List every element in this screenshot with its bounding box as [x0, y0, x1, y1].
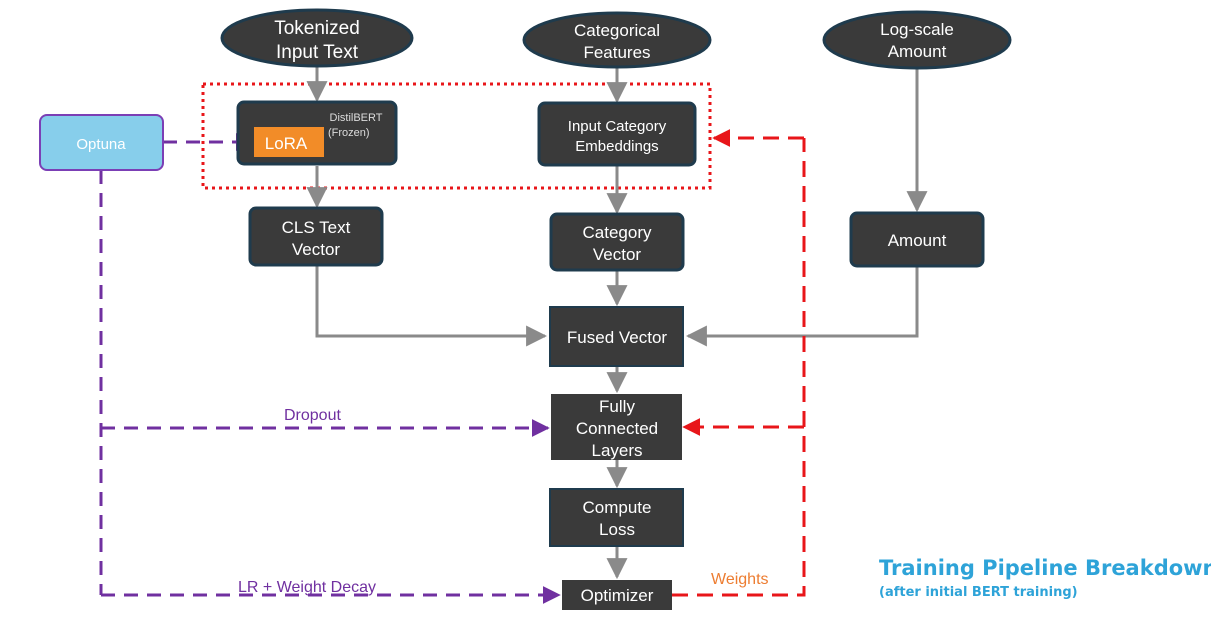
cls-text-vector-node: CLS Text Vector — [248, 206, 384, 267]
cls-line1: CLS Text — [282, 218, 351, 237]
dropout-label: Dropout — [284, 407, 341, 424]
red-dashed-arrows — [672, 129, 806, 597]
distilbert-line2: (Frozen) — [328, 127, 370, 139]
lora-label: LoRA — [265, 134, 308, 153]
log-scale-amount-node: Log-scale Amount — [822, 10, 1012, 70]
fc-line3: Layers — [591, 441, 642, 460]
distilbert-line1: DistilBERT — [330, 112, 383, 124]
tokenized-input-line2: Input Text — [276, 42, 359, 63]
log-scale-amount-line1: Log-scale — [880, 20, 954, 39]
fused-vector-node: Fused Vector — [549, 306, 684, 367]
loss-line2: Loss — [599, 520, 635, 539]
arrow-amount-to-fused — [685, 266, 919, 347]
fused-vector-label: Fused Vector — [567, 328, 668, 347]
log-scale-amount-line2: Amount — [888, 42, 947, 61]
category-vector-line1: Category — [583, 223, 652, 242]
lora-box — [254, 127, 324, 157]
loss-line1: Compute — [583, 498, 652, 517]
fc-line2: Connected — [576, 419, 658, 438]
caption-subtitle: (after initial BERT training) — [879, 585, 1078, 600]
arrow-cls-to-fused — [315, 266, 548, 347]
caption-title: Training Pipeline Breakdown — [879, 556, 1211, 580]
tokenized-input-node: Tokenized Input Text — [220, 8, 414, 68]
compute-loss-node: Compute Loss — [549, 488, 684, 547]
embeddings-line1: Input Category — [568, 118, 667, 135]
categorical-features-line2: Features — [583, 43, 650, 62]
cls-line2: Vector — [292, 240, 341, 259]
trainable-group-box — [201, 82, 712, 190]
categorical-features-node: Categorical Features — [522, 11, 712, 69]
tokenized-input-line1: Tokenized — [274, 18, 360, 39]
fully-connected-node: Fully Connected Layers — [551, 394, 682, 460]
embeddings-line2: Embeddings — [575, 138, 658, 155]
optuna-label: Optuna — [76, 136, 126, 153]
fc-line1: Fully — [599, 397, 635, 416]
arrow-weights-trunk — [672, 138, 806, 597]
optimizer-node: Optimizer — [562, 580, 672, 610]
lr-weight-decay-label: LR + Weight Decay — [238, 579, 376, 596]
gray-arrows — [306, 66, 928, 580]
amount-node: Amount — [849, 211, 985, 268]
amount-label: Amount — [888, 231, 947, 250]
input-category-embeddings-node: Input Category Embeddings — [537, 101, 697, 167]
optuna-node: Optuna — [39, 114, 164, 171]
weights-label: Weights — [711, 571, 769, 588]
distilbert-node: DistilBERT (Frozen) LoRA — [236, 100, 398, 166]
optimizer-label: Optimizer — [581, 586, 654, 605]
categorical-features-line1: Categorical — [574, 21, 660, 40]
category-vector-node: Category Vector — [549, 212, 685, 272]
category-vector-line2: Vector — [593, 245, 642, 264]
